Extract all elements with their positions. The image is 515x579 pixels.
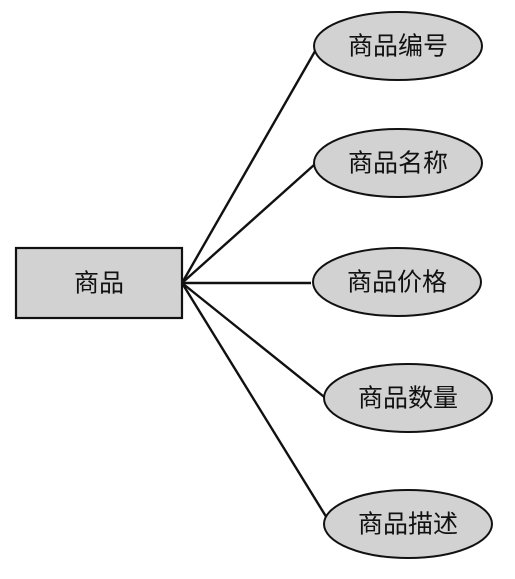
attribute-label: 商品描述 <box>358 510 458 539</box>
attribute-node-3: 商品价格 <box>312 247 482 317</box>
entity-box <box>14 246 184 320</box>
attribute-ellipse <box>323 363 493 433</box>
entity-label: 商品 <box>74 269 124 298</box>
attribute-ellipse <box>313 128 483 198</box>
attribute-label: 商品数量 <box>358 384 458 413</box>
attribute-label: 商品价格 <box>347 268 447 297</box>
attribute-node-1: 商品编号 <box>313 11 483 81</box>
attribute-label: 商品编号 <box>348 32 448 61</box>
attribute-node-5: 商品描述 <box>323 489 493 559</box>
connector-attr-5 <box>180 282 332 524</box>
connectors <box>180 45 332 524</box>
entity-node: 商品 <box>14 246 184 320</box>
attribute-node-2: 商品名称 <box>313 128 483 198</box>
connector-attr-4 <box>181 282 329 401</box>
attribute-ellipse <box>312 247 482 317</box>
attribute-ellipse <box>323 489 493 559</box>
connector-attr-2 <box>181 164 315 284</box>
attribute-node-4: 商品数量 <box>323 363 493 433</box>
attribute-label: 商品名称 <box>348 149 448 178</box>
attribute-ellipse <box>313 11 483 81</box>
connector-attr-1 <box>180 45 320 284</box>
